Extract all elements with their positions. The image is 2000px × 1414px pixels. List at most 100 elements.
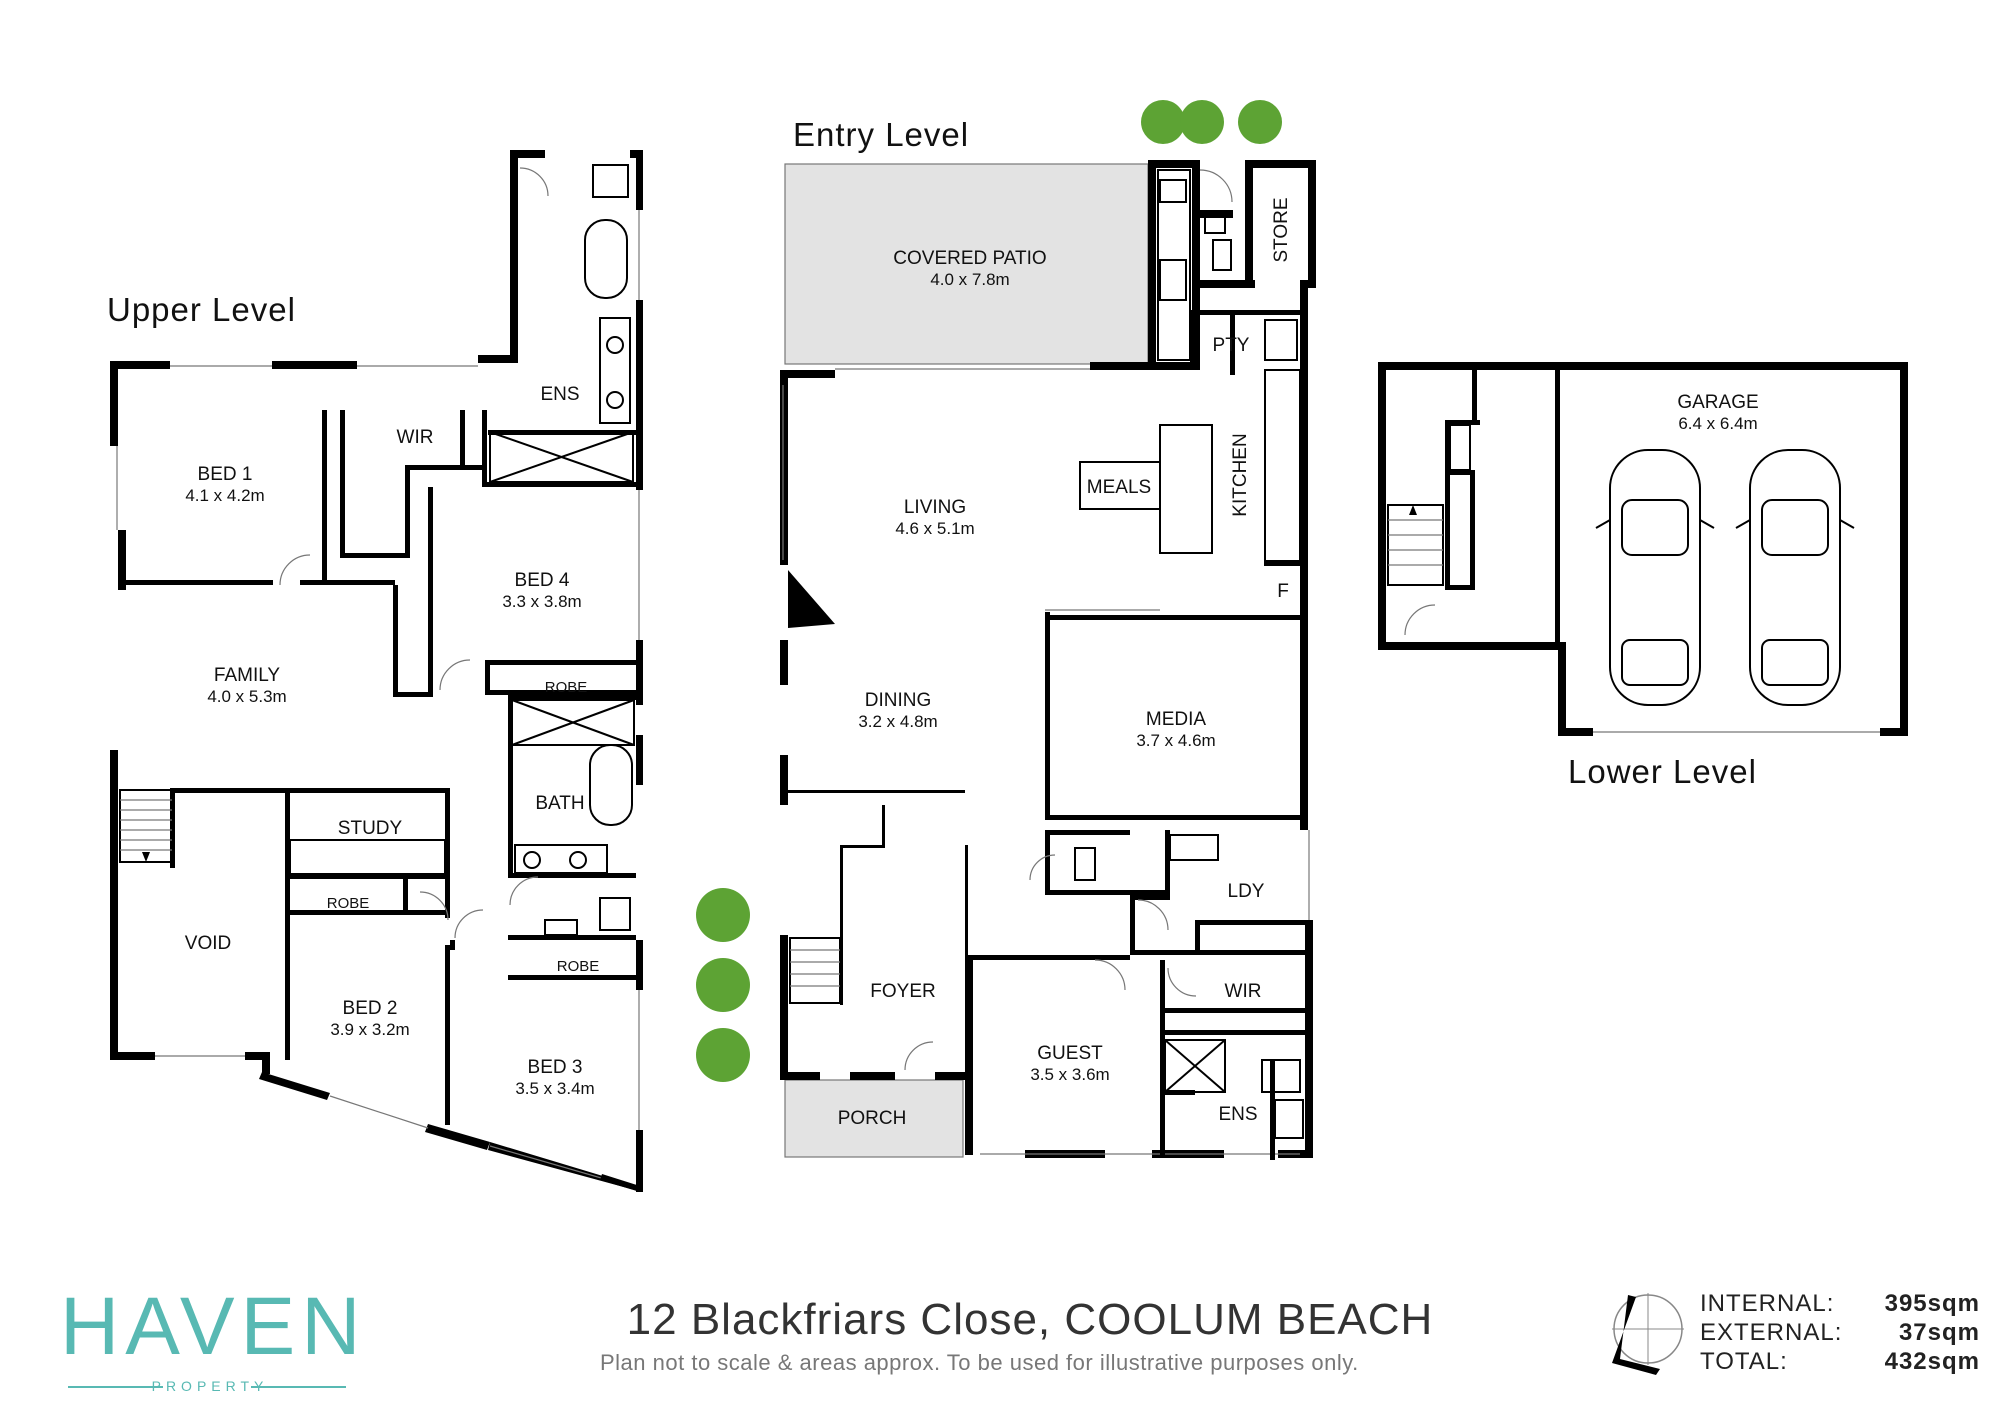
svg-text:BED 2: BED 2 <box>343 998 398 1019</box>
door-icon <box>279 554 311 586</box>
room-bed1: BED 14.1 x 4.2m <box>185 464 264 505</box>
svg-text:3.7 x 4.6m: 3.7 x 4.6m <box>1136 731 1215 750</box>
svg-text:GARAGE: GARAGE <box>1677 392 1758 413</box>
room-robe-1: ROBE <box>545 679 588 696</box>
room-bed3: BED 33.5 x 3.4m <box>515 1057 594 1098</box>
svg-text:3.2 x 4.8m: 3.2 x 4.8m <box>858 712 937 731</box>
svg-text:4.1 x 4.2m: 4.1 x 4.2m <box>185 486 264 505</box>
svg-text:FOYER: FOYER <box>870 981 935 1002</box>
lower-level-title: Lower Level <box>1568 753 1757 790</box>
svg-text:F: F <box>1277 581 1289 602</box>
room-meals: MEALS <box>1087 477 1151 498</box>
car-icon <box>1595 449 1715 706</box>
room-ens: ENS <box>540 384 579 405</box>
room-store: STORE <box>1271 197 1292 262</box>
area-summary: INTERNAL:395sqm EXTERNAL:37sqm TOTAL:432… <box>1700 1290 1980 1377</box>
svg-text:WIR: WIR <box>397 427 434 448</box>
svg-text:4.0 x 5.3m: 4.0 x 5.3m <box>207 687 286 706</box>
svg-text:DINING: DINING <box>865 690 932 711</box>
stair-icon <box>789 937 841 1004</box>
svg-text:LDY: LDY <box>1228 881 1265 902</box>
disclaimer: Plan not to scale & areas approx. To be … <box>600 1350 1359 1375</box>
tree-icon <box>696 100 1282 1082</box>
svg-text:4.0 x 7.8m: 4.0 x 7.8m <box>930 270 1009 289</box>
svg-text:PORCH: PORCH <box>838 1108 907 1129</box>
svg-text:BED 4: BED 4 <box>515 570 570 591</box>
room-bath: BATH <box>535 793 584 814</box>
entry-level-title: Entry Level <box>793 116 969 153</box>
stair-icon <box>1387 504 1444 586</box>
svg-text:GUEST: GUEST <box>1037 1043 1103 1064</box>
property-address: 12 Blackfriars Close, COOLUM BEACH <box>626 1295 1434 1344</box>
room-ldy: LDY <box>1228 881 1265 902</box>
svg-text:6.4 x 6.4m: 6.4 x 6.4m <box>1678 414 1757 433</box>
room-robe-3: ROBE <box>557 958 600 975</box>
room-wir: WIR <box>397 427 434 448</box>
svg-text:LIVING: LIVING <box>904 497 966 518</box>
room-pty: PTY <box>1213 335 1250 356</box>
area-internal: INTERNAL:395sqm <box>1700 1290 1980 1317</box>
svg-text:MEDIA: MEDIA <box>1146 709 1207 730</box>
svg-text:3.9 x 3.2m: 3.9 x 3.2m <box>330 1020 409 1039</box>
room-foyer: FOYER <box>870 981 935 1002</box>
compass-icon <box>1612 1293 1684 1375</box>
svg-text:ENS: ENS <box>1218 1104 1257 1125</box>
room-fridge: F <box>1277 581 1289 602</box>
room-bed4: BED 43.3 x 3.8m <box>502 570 581 611</box>
room-porch: PORCH <box>838 1108 907 1129</box>
svg-text:BED 3: BED 3 <box>528 1057 583 1078</box>
room-ens-guest: ENS <box>1218 1104 1257 1125</box>
kitchen-island <box>1159 424 1213 554</box>
covered-patio-area <box>784 163 1149 365</box>
svg-text:ENS: ENS <box>540 384 579 405</box>
porch-area <box>784 1079 964 1158</box>
svg-text:VOID: VOID <box>185 933 231 954</box>
room-robe-2: ROBE <box>327 895 370 912</box>
room-wir-guest: WIR <box>1225 981 1262 1002</box>
brand-name: HAVEN <box>60 1281 367 1372</box>
svg-text:KITCHEN: KITCHEN <box>1230 433 1251 516</box>
svg-text:3.5 x 3.6m: 3.5 x 3.6m <box>1030 1065 1109 1084</box>
stair-icon <box>119 789 173 863</box>
room-study: STUDY <box>338 818 403 839</box>
entry-door-icon <box>788 570 835 628</box>
vanity <box>599 317 631 424</box>
area-external: EXTERNAL:37sqm <box>1700 1319 1980 1346</box>
brand-subtitle: PROPERTY <box>60 1378 360 1394</box>
svg-text:WIR: WIR <box>1225 981 1262 1002</box>
room-kitchen: KITCHEN <box>1230 433 1251 516</box>
svg-text:BATH: BATH <box>535 793 584 814</box>
door-icon <box>1199 169 1233 203</box>
svg-text:ROBE: ROBE <box>545 679 588 696</box>
svg-text:STUDY: STUDY <box>338 818 403 839</box>
svg-text:STORE: STORE <box>1271 197 1292 262</box>
car-icon <box>1735 449 1855 706</box>
svg-text:FAMILY: FAMILY <box>214 665 280 686</box>
svg-text:BED 1: BED 1 <box>198 464 253 485</box>
area-total: TOTAL:432sqm <box>1700 1348 1980 1375</box>
svg-text:ROBE: ROBE <box>557 958 600 975</box>
toilet-icon <box>592 164 629 198</box>
svg-text:MEALS: MEALS <box>1087 477 1151 498</box>
upper-level-plan: ENS WIR BED 14.1 x 4.2m BED 43.3 x 3.8m … <box>110 150 643 1192</box>
haven-logo: HAVEN PROPERTY <box>60 1281 367 1395</box>
svg-text:3.5 x 3.4m: 3.5 x 3.4m <box>515 1079 594 1098</box>
svg-text:COVERED PATIO: COVERED PATIO <box>893 248 1046 269</box>
svg-text:PTY: PTY <box>1213 335 1250 356</box>
upper-level-title: Upper Level <box>107 291 296 328</box>
svg-text:4.6 x 5.1m: 4.6 x 5.1m <box>895 519 974 538</box>
bath-icon <box>589 744 633 826</box>
room-void: VOID <box>185 933 231 954</box>
svg-text:ROBE: ROBE <box>327 895 370 912</box>
bath-icon <box>584 219 628 299</box>
